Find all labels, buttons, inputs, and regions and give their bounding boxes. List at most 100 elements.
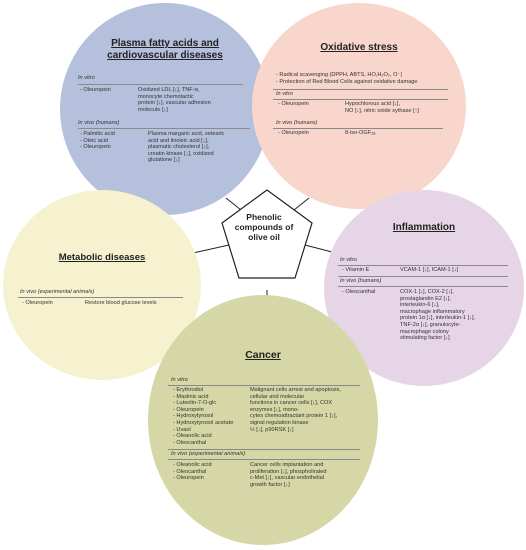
oxidative-divider-1 (273, 89, 448, 90)
cancer-invitro-compound-2: - Maslinic acid (173, 393, 209, 400)
cancer-invivo-compound-2: - Oleocanthal (173, 468, 207, 475)
plasma-invivo-effect-1: Plasma margaric acid, setearic (148, 131, 225, 137)
connector-inflammation (304, 244, 333, 253)
plasma-circle (60, 3, 270, 215)
plasma-invivo-compound-2: - Oleic acid (80, 137, 108, 144)
plasma-invitro-effect-3: protein [↓], vascular adhesion (138, 100, 211, 107)
plasma-invitro-label: In vitro (78, 75, 95, 81)
cancer-invitro-compound-4: - Oleuropein (173, 406, 204, 413)
cancer-invivo-compound-1: - Oleanolic acid (173, 462, 212, 468)
cancer-invivo-effect-3: c-Met [↓], vascular endothelial (250, 475, 324, 482)
center-line3: olive oil (248, 232, 280, 242)
oxidative-invitro-effect: Hypochlorous acid [↓], NO [↓], nitric ox… (345, 101, 419, 114)
cancer-invivo-compounds: - Oleanolic acid - Oleocanthal - Oleurop… (173, 462, 212, 482)
cancer-divider-3 (168, 459, 360, 460)
inflammation-divider-2 (338, 276, 508, 277)
inflammation-invivo-effect-2: prostaglandin E2 [↓], (400, 295, 451, 302)
inflammation-invitro-compound: - Vitamin E (342, 267, 370, 273)
oxidative-divider-2 (273, 99, 448, 100)
inflammation-divider-3 (338, 286, 508, 287)
cancer-divider-2 (168, 449, 360, 450)
cancer-invitro-compound-5: - Hydroxytyrosol (173, 413, 214, 420)
plasma-invivo-effect-3: plasmatic cholesterol [↓], (148, 144, 210, 151)
cancer-invitro-effect-6: signal regulation kinase (250, 419, 309, 426)
center-line1: Phenolic (246, 212, 282, 222)
plasma-title: Plasma fatty acids and cardiovascular di… (60, 38, 270, 62)
metabolic-title: Metabolic diseases (58, 252, 146, 263)
oxidative-circle (252, 3, 466, 209)
oxidative-invivo-label: In vivo (humans) (276, 120, 318, 126)
cancer-invitro-compound-1: - Erythrodiol (173, 387, 204, 393)
inflammation-invivo-label: In vivo (humans) (340, 278, 382, 284)
oxidative-divider-3 (273, 128, 443, 129)
cancer-invivo-label: In vivo (experimental animals) (171, 451, 246, 457)
oxidative-bullet-2: - Protection of Red Blood Cells against … (276, 79, 418, 85)
cancer-divider-1 (168, 385, 360, 386)
cancer-invitro-effect-4: enzymes [↓], mono- (250, 406, 299, 413)
plasma-invivo-effect: Plasma margaric acid, setearic acid and … (148, 131, 224, 164)
cancer-invivo-effect: Cancer cells implantation and proliferat… (250, 462, 327, 488)
plasma-invivo-compound-1: - Palmitic acid (80, 131, 115, 137)
cancer-invitro-compounds: - Erythrodiol - Maslinic acid - Luteolin… (173, 387, 233, 446)
plasma-invitro-effect: Oxidized LDL [↓], TNF-α, monocyte chemot… (138, 87, 211, 113)
oxidative-title: Oxidative stress (320, 42, 398, 53)
inflammation-invivo-effect: COX-1 [↓], COX-2 [↓], prostaglandin E2 [… (400, 289, 475, 342)
oxidative-invitro-compound: - Oleuropein (278, 101, 309, 107)
cancer-title: Cancer (245, 349, 281, 361)
plasma-invivo-compounds: - Palmitic acid - Oleic acid - Oleuropei… (80, 131, 115, 151)
plasma-divider-2 (78, 128, 250, 129)
cancer-circle (148, 295, 378, 545)
oxidative-invivo-compound: - Oleuropein (278, 130, 309, 136)
cancer-invitro-effect: Malignant cells arrest and apoptosis, ce… (250, 387, 341, 433)
cancer-invitro-effect-2: cellular and molecular (250, 393, 305, 400)
plasma-title-line2: cardiovascular diseases (107, 50, 223, 61)
plasma-invivo-effect-2: acid and linoleic acid [↓], (148, 137, 209, 144)
plasma-invivo-effect-5: glutatione [↓] (148, 157, 180, 164)
inflammation-divider-1 (338, 265, 508, 266)
inflammation-invivo-effect-8: stimulating factor [↓] (400, 335, 450, 342)
cancer-invitro-compound-6: - Hydroxytyrosol acetate (173, 419, 234, 426)
inflammation-invivo-compound: - Oleocanthal (342, 289, 376, 295)
plasma-title-line1: Plasma fatty acids and (111, 38, 219, 49)
plasma-invitro-effect-1: Oxidized LDL [↓], TNF-α, (138, 87, 200, 93)
cancer-invitro-label: In vitro (171, 377, 188, 383)
oxidative-invivo-effect: 8-iso-OGF₂ₐ (345, 130, 376, 136)
metabolic-invivo-label: In vivo (experimental animals) (20, 289, 95, 295)
inflammation-invivo-effect-5: protein 1α [↓], interleukin-1 [↓], (400, 315, 476, 322)
cancer-invitro-compound-9: - Oleocanthal (173, 439, 207, 446)
inflammation-invitro-label: In vitro (340, 257, 357, 263)
plasma-invitro-effect-4: molecule [↓] (138, 106, 168, 113)
cancer-invivo-effect-4: growth factor [↓] (250, 481, 290, 488)
inflammation-invitro-effect: VCAM-1 [↓], ICAM-1 [↓] (400, 267, 459, 273)
metabolic-effect: Restore blood glucose levels (85, 300, 157, 306)
inflammation-invivo-effect-3: interleukin-6 [↓], (400, 302, 440, 309)
plasma-invivo-effect-4: creatin kinase [↓], oxidized (148, 150, 214, 157)
cancer-invivo-effect-1: Cancer cells implantation and (250, 462, 324, 468)
inflammation-invivo-effect-4: macrophage inflammatory (400, 308, 465, 315)
cancer-invivo-compound-3: - Oleuropein (173, 475, 204, 482)
inflammation-title: Inflammation (392, 222, 456, 233)
inflammation-invivo-effect-1: COX-1 [↓], COX-2 [↓], (400, 289, 454, 295)
cancer-invivo-effect-2: proliferation [↓], phospholirated (250, 468, 327, 475)
plasma-invivo-compound-3: - Oleuropein (80, 144, 111, 151)
inflammation-invivo-effect-6: TNF-2α [↓], granulocyte- (400, 321, 461, 328)
oxidative-invitro-label: In vitro (276, 91, 293, 97)
plasma-divider-1 (78, 84, 243, 85)
plasma-invitro-effect-2: monocyte chemotactic (138, 93, 194, 100)
connector-metabolic (192, 244, 230, 254)
cancer-invitro-compound-8: - Oleanolic acid (173, 433, 212, 440)
oxidative-bullet-1: - Radical scavenging (DPPH, ABTS, HO,H₂O… (276, 72, 403, 78)
cancer-invitro-compound-7: - Uvaol (173, 426, 191, 433)
cancer-invitro-effect-3: functions in cancer cells [↓], COX (250, 400, 333, 407)
plasma-invitro-compound: - Oleuropein (80, 87, 111, 93)
oxidative-invitro-effect-1: Hypochlorous acid [↓], (345, 101, 401, 107)
center-pentagon (221, 189, 313, 279)
metabolic-divider (18, 297, 183, 298)
center-label: Phenolic compounds of olive oil (222, 212, 306, 242)
oxidative-invitro-effect-2: NO [↓], nitric oxide sythase [↑] (345, 107, 419, 114)
cancer-invitro-effect-1: Malignant cells arrest and apoptosis, (250, 387, 341, 393)
inflammation-invivo-effect-7: macrophage colony (400, 328, 449, 335)
cancer-invitro-effect-7: ½ [↓], p90RSK [↓] (250, 426, 294, 433)
